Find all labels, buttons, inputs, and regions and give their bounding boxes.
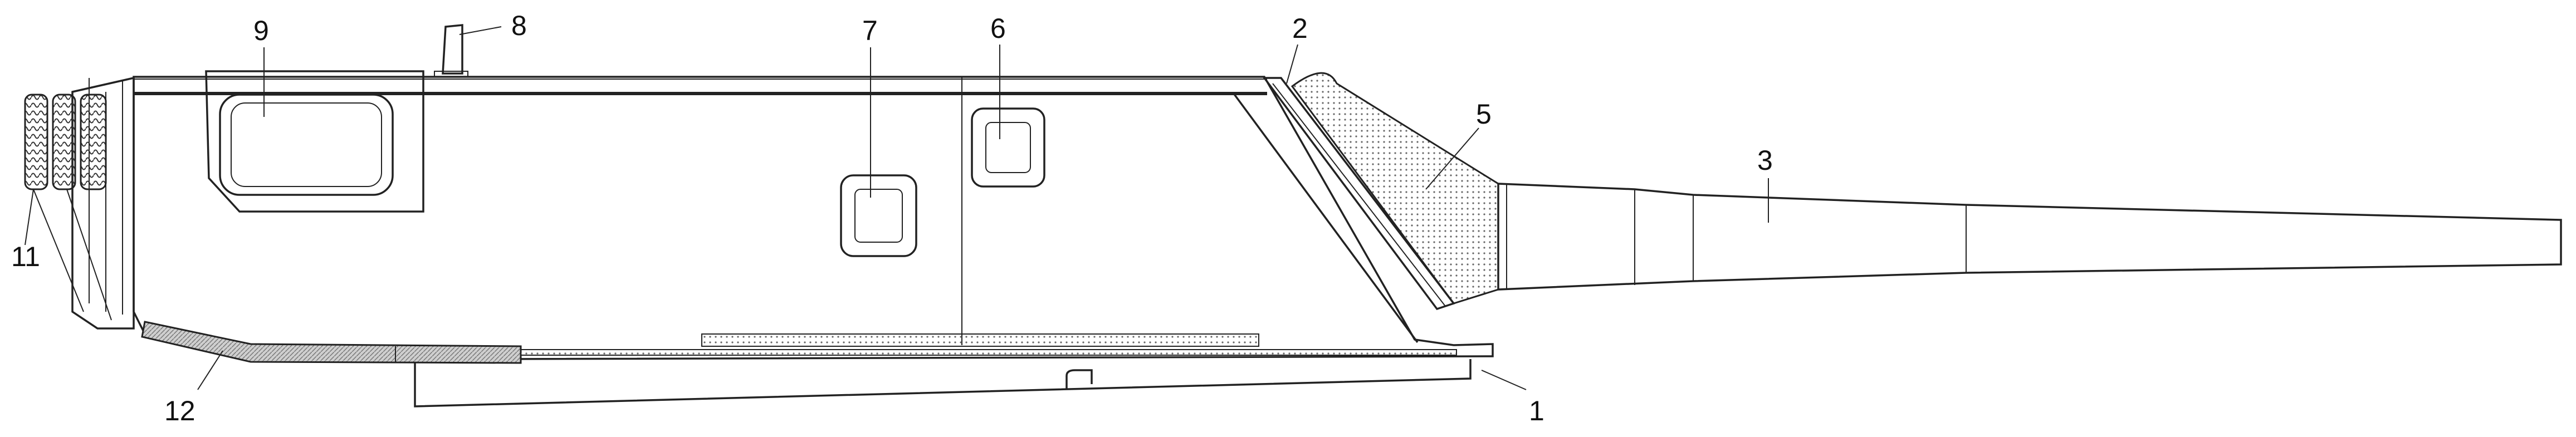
hatch-7	[840, 174, 917, 257]
callout-9: 9	[253, 15, 269, 46]
access-panel-large	[205, 70, 424, 213]
gun-mantlet	[1291, 72, 1499, 305]
hatch-6	[971, 107, 1045, 188]
rivet-strip	[520, 333, 1457, 356]
callouts: 1 2 3 5 6 7 8 9 11 12	[11, 10, 1773, 426]
callout-5: 5	[1476, 99, 1492, 130]
hull-body	[89, 76, 1494, 360]
bottom-plate	[414, 359, 1472, 407]
skirt-armor	[141, 321, 522, 364]
callout-2: 2	[1292, 13, 1308, 44]
rear-grille	[24, 76, 135, 330]
gun-barrel	[1497, 183, 2562, 291]
callout-3: 3	[1757, 145, 1773, 176]
callout-1: 1	[1529, 395, 1544, 426]
leader-lines	[25, 26, 1769, 390]
callout-8: 8	[511, 10, 527, 41]
callout-12: 12	[164, 395, 195, 426]
antenna-mast	[434, 24, 468, 77]
callout-7: 7	[862, 15, 878, 46]
callout-11: 11	[11, 241, 40, 272]
callout-6: 6	[990, 13, 1006, 44]
